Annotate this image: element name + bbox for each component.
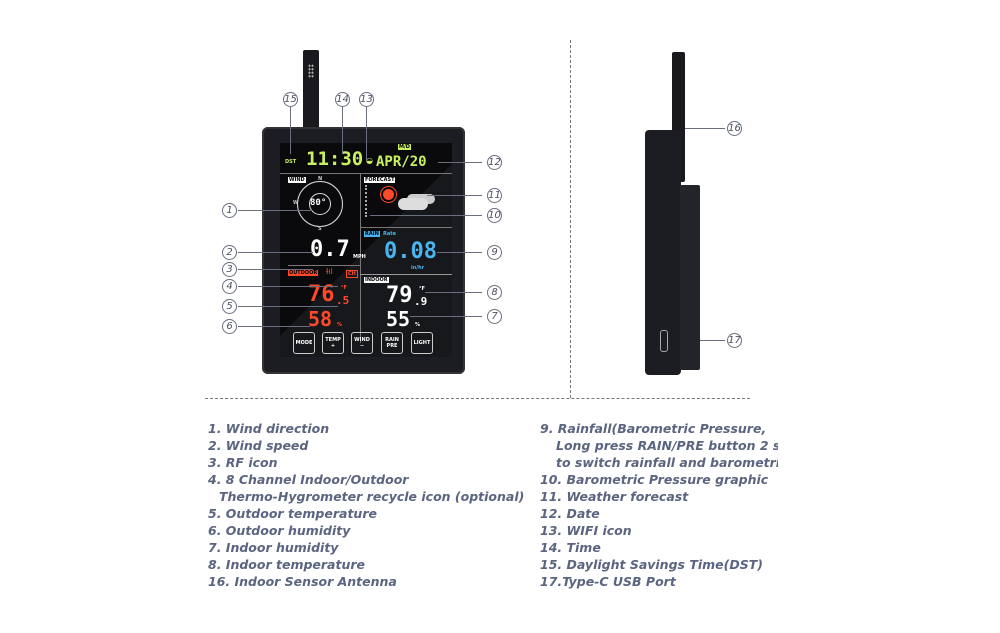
sun-icon <box>383 189 394 200</box>
callout-11: 11 <box>487 188 502 203</box>
barometric-graphic <box>365 185 370 217</box>
callout-4: 4 <box>222 279 237 294</box>
time-display: 11:30 <box>306 148 364 170</box>
callout-10: 10 <box>487 208 502 223</box>
outdoor-label: OUTDOOR <box>288 270 319 276</box>
rf-icon: Ɨıl <box>326 267 333 276</box>
usb-c-port-icon <box>660 330 668 352</box>
callout-16: 16 <box>727 121 742 136</box>
callout-13: 13 <box>359 92 374 107</box>
callout-12: 12 <box>487 155 502 170</box>
device-side-back <box>680 185 700 370</box>
mode-button[interactable]: MODE <box>293 332 315 354</box>
callout-14: 14 <box>335 92 350 107</box>
wind-compass <box>297 181 343 227</box>
light-button[interactable]: LIGHT <box>411 332 433 354</box>
callout-8: 8 <box>487 285 502 300</box>
wifi-icon: ◒ <box>366 156 373 165</box>
legend-right: 9. Rainfall(Barometric Pressure, Long pr… <box>540 421 778 589</box>
indoor-humidity-value: 55 <box>386 307 411 331</box>
temp-plus-button[interactable]: TEMP+ <box>322 332 344 354</box>
dst-indicator: DST <box>285 159 297 165</box>
wind-label: WIND <box>288 177 306 183</box>
date-display: APR/20 <box>376 154 427 170</box>
antenna-vent-icon <box>308 64 314 78</box>
indoor-label: INDOOR <box>364 277 389 283</box>
device-front: DST 11:30 ◒ M/D APR/20 WIND N S W 80° 0.… <box>262 127 465 374</box>
indoor-temp-value: 79 <box>386 283 413 308</box>
wind-direction-value: 80° <box>310 198 327 208</box>
wind-speed-value: 0.7 <box>310 237 350 262</box>
callout-7: 7 <box>487 309 502 324</box>
callout-5: 5 <box>222 299 237 314</box>
rain-label: RAIN <box>364 231 380 237</box>
outdoor-temp-value: 76 <box>308 282 335 307</box>
callout-9: 9 <box>487 245 502 260</box>
outdoor-humidity-value: 58 <box>308 307 333 331</box>
cloud-icon <box>398 198 428 210</box>
callout-6: 6 <box>222 319 237 334</box>
callout-2: 2 <box>222 245 237 260</box>
callout-15: 15 <box>283 92 298 107</box>
callout-3: 3 <box>222 262 237 277</box>
channel-recycle-icon: CH <box>346 270 358 278</box>
device-side <box>645 130 681 375</box>
antenna <box>303 50 319 145</box>
screen: DST 11:30 ◒ M/D APR/20 WIND N S W 80° 0.… <box>280 143 452 357</box>
wind-minus-button[interactable]: WIND− <box>351 332 373 354</box>
rainfall-value: 0.08 <box>384 239 437 264</box>
date-format-label: M/D <box>398 144 411 150</box>
vertical-divider <box>570 40 571 398</box>
horizontal-divider <box>205 398 750 399</box>
callout-17: 17 <box>727 333 742 348</box>
callout-1: 1 <box>222 203 237 218</box>
forecast-label: FORECAST <box>364 177 396 183</box>
